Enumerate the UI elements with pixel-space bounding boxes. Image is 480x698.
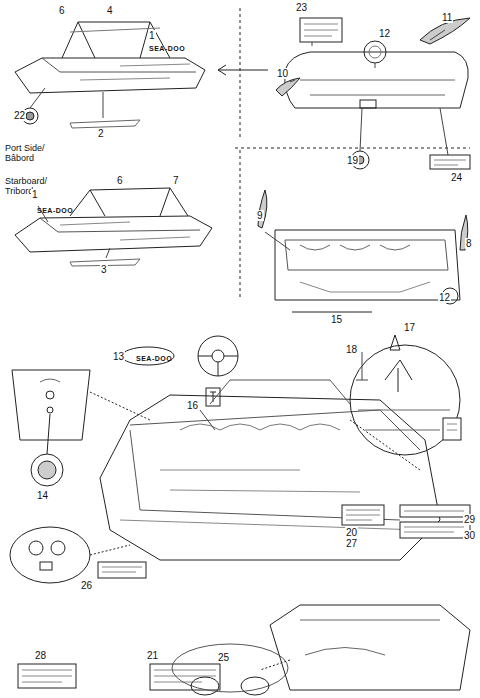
decal-text: SEA-DOO xyxy=(135,353,173,364)
callout-number: 27 xyxy=(345,538,358,549)
callout-number: 8 xyxy=(465,238,473,249)
callout-number: 16 xyxy=(186,400,199,411)
decal-text: SEA-DOO xyxy=(36,205,74,216)
view-heading: Port Side/ Bâbord xyxy=(4,143,66,163)
callout-number: 26 xyxy=(80,580,93,591)
callout-number: 1 xyxy=(148,30,156,41)
callout-number: 7 xyxy=(172,175,180,186)
decal-text: SEA-DOO xyxy=(148,43,186,54)
callout-number: 23 xyxy=(295,2,308,13)
callout-number: 4 xyxy=(106,5,114,16)
callout-number: 25 xyxy=(217,652,230,663)
callout-number: 19 xyxy=(346,155,359,166)
callout-number: 18 xyxy=(345,344,358,355)
callout-number: 13 xyxy=(112,351,125,362)
callout-number: 1 xyxy=(31,189,39,200)
callout-number: 12 xyxy=(378,28,391,39)
callout-number: 2 xyxy=(97,128,105,139)
callout-number: 3 xyxy=(100,264,108,275)
callout-number: 20 xyxy=(345,527,358,538)
callout-number: 28 xyxy=(34,650,47,661)
callout-number: 9 xyxy=(256,210,264,221)
callout-number: 24 xyxy=(450,172,463,183)
callout-number: 29 xyxy=(463,514,476,525)
callout-number: 21 xyxy=(146,650,159,661)
callout-number: 15 xyxy=(330,314,343,325)
callout-number: 6 xyxy=(58,5,66,16)
callout-number: 22 xyxy=(13,110,26,121)
callout-number: 14 xyxy=(36,490,49,501)
callout-number: 10 xyxy=(276,68,289,79)
callout-number: 30 xyxy=(463,530,476,541)
callout-number: 17 xyxy=(403,322,416,333)
callout-number: 11 xyxy=(441,12,453,23)
callout-number: 6 xyxy=(116,175,124,186)
callout-number: 12 xyxy=(438,292,451,303)
